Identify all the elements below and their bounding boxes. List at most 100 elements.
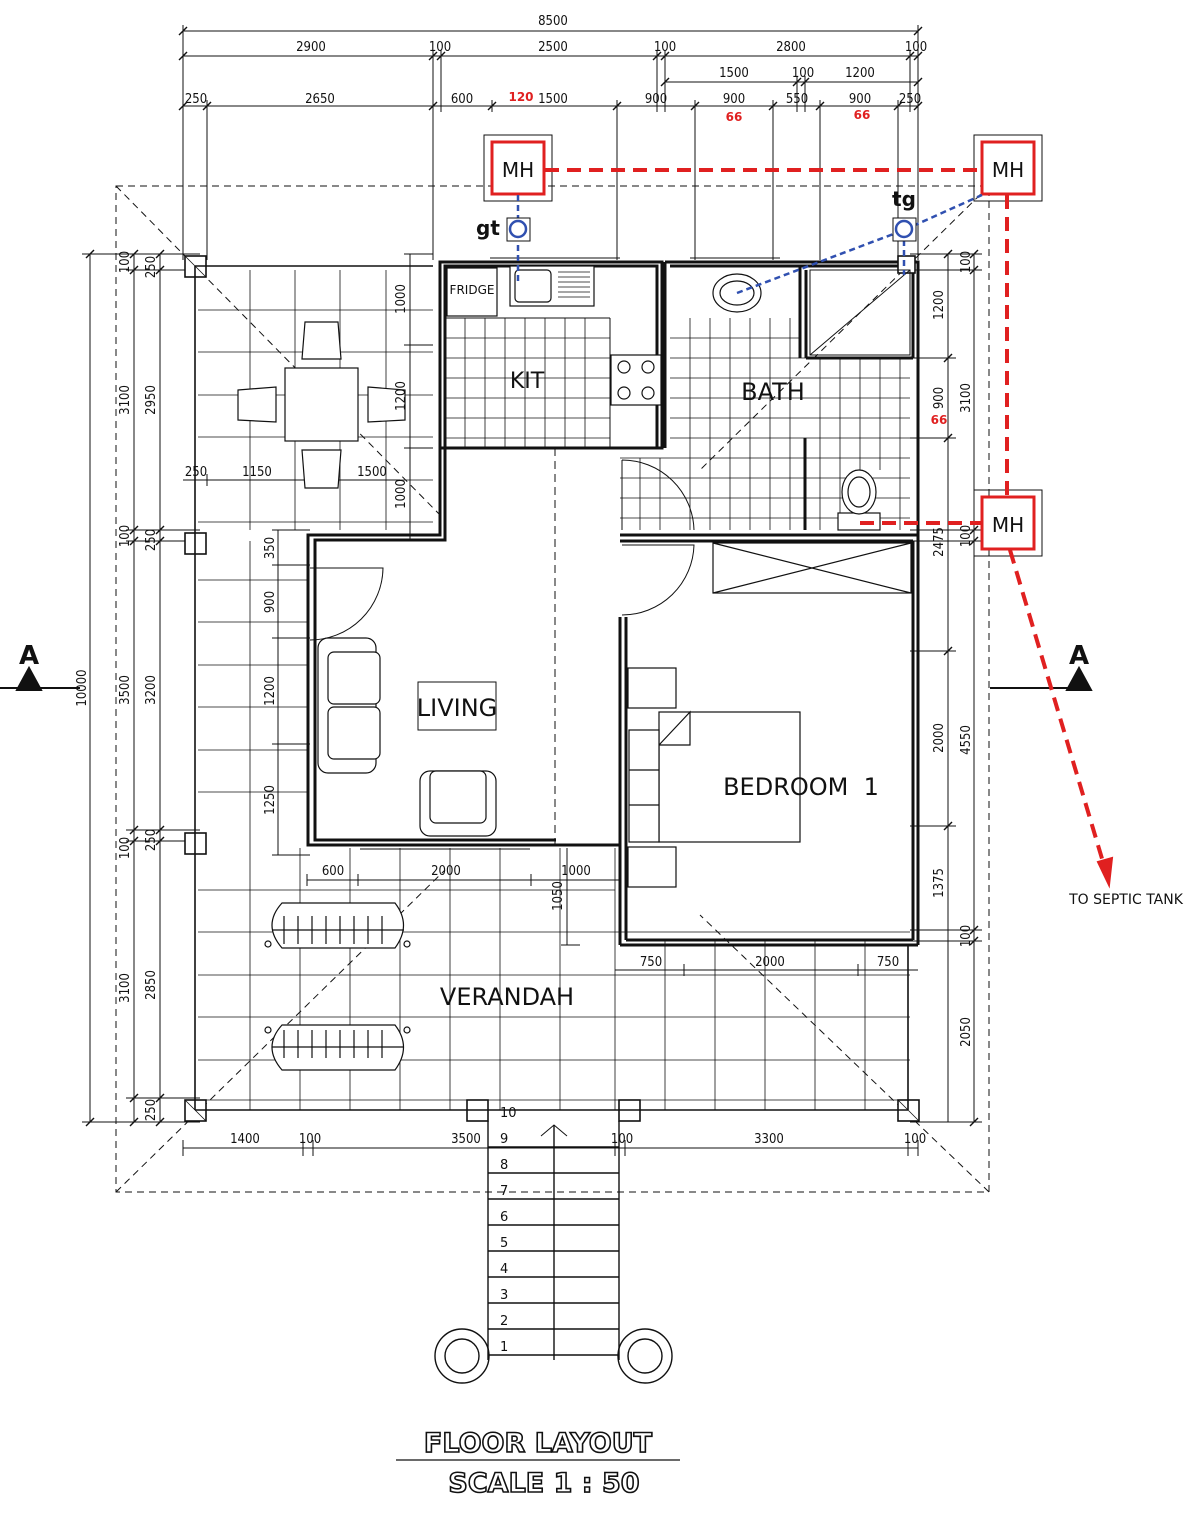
dim-left-3500: 3500 — [118, 675, 133, 705]
verandah-edge — [194, 265, 909, 1111]
room-label-verandah: VERANDAH — [440, 983, 574, 1011]
kitchen-counter — [445, 317, 611, 448]
bedside-tables — [627, 667, 677, 888]
dim-right-100b: 100 — [959, 925, 974, 947]
stair-step-4: 4 — [500, 1262, 508, 1277]
dim-din-250: 250 — [185, 465, 207, 480]
dim-top-2800: 2800 — [776, 40, 806, 55]
stair-step-8: 8 — [500, 1158, 508, 1173]
dim-right-2000: 2000 — [932, 723, 947, 753]
section-a-right: A — [1069, 641, 1089, 671]
dim-top-2500: 2500 — [538, 40, 568, 55]
left-porch-tile-grid — [198, 541, 307, 848]
dim-bed-750a: 750 — [640, 955, 662, 970]
roof-outline — [115, 185, 990, 1193]
dim-bot-3500: 3500 — [451, 1132, 481, 1147]
manhole-boxes — [483, 134, 1043, 557]
gully-trap-label-gt: gt — [476, 216, 500, 240]
dim-r4-250a: 250 — [185, 92, 207, 107]
dim-right-2475: 2475 — [932, 527, 947, 557]
dim-left-250a: 250 — [144, 256, 159, 278]
left-dimension-lines — [82, 249, 580, 1127]
dim-overall: 8500 — [538, 14, 568, 29]
dim-din-1500: 1500 — [357, 465, 387, 480]
drawing-scale: SCALE 1 : 50 — [448, 1468, 639, 1499]
dim-bed-2000: 2000 — [755, 955, 785, 970]
gully-traps — [506, 217, 917, 242]
dim-right-100c: 100 — [959, 525, 974, 547]
dim-left-250c: 250 — [144, 829, 159, 851]
dim-r4-1500: 1500 — [538, 92, 568, 107]
dim-r4-550: 550 — [786, 92, 808, 107]
septic-tank-label: TO SEPTIC TANK — [1068, 892, 1184, 908]
red-dim-66b: 66 — [854, 108, 871, 122]
stairs — [434, 1121, 673, 1384]
shower-tray — [809, 269, 911, 356]
right-dimension-lines — [910, 249, 982, 1127]
manhole-label-1: MH — [502, 158, 534, 182]
dim-r4-600: 600 — [451, 92, 473, 107]
dim-liv-350: 350 — [263, 537, 278, 559]
dim-r3-1200: 1200 — [845, 66, 875, 81]
dim-kit-1200: 1200 — [394, 381, 409, 411]
kitchen-tile-grid — [445, 318, 610, 448]
top-dimension-lines — [178, 25, 923, 260]
dim-top-100c: 100 — [905, 40, 927, 55]
dim-liv-2000: 2000 — [431, 864, 461, 879]
dim-bot-100a: 100 — [299, 1132, 321, 1147]
drain-red-lines — [545, 168, 1105, 863]
dim-right-2050: 2050 — [959, 1017, 974, 1047]
red-dim-120: 120 — [508, 90, 533, 104]
verandah-bench-2 — [264, 1024, 411, 1071]
toilet — [837, 469, 881, 531]
armchair — [419, 770, 497, 837]
stair-step-5: 5 — [500, 1236, 508, 1251]
dim-liv-1200: 1200 — [263, 676, 278, 706]
red-dim-66a: 66 — [726, 110, 743, 124]
dim-right-1200: 1200 — [932, 290, 947, 320]
dim-din-1150: 1150 — [242, 465, 272, 480]
living-label-box — [417, 681, 497, 731]
dim-left-2950: 2950 — [144, 385, 159, 415]
septic-arrow-head — [1096, 856, 1114, 889]
red-dim-66c: 66 — [931, 413, 948, 427]
dim-top-2900: 2900 — [296, 40, 326, 55]
dim-liv-1000: 1000 — [561, 864, 591, 879]
dim-left-100a: 100 — [118, 251, 133, 273]
verandah-bench-1 — [264, 902, 411, 949]
dim-r4-250b: 250 — [899, 92, 921, 107]
room-label-kit: KIT — [510, 369, 545, 394]
section-markers — [0, 665, 1093, 691]
manhole-label-3: MH — [992, 513, 1024, 537]
drawing-title: FLOOR LAYOUT — [424, 1428, 653, 1459]
dim-right-1375: 1375 — [932, 868, 947, 898]
dim-bot-1400: 1400 — [230, 1132, 260, 1147]
dim-top-100a: 100 — [429, 40, 451, 55]
dim-liv-900: 900 — [263, 591, 278, 613]
door-swings — [309, 438, 806, 641]
dim-kit-1000b: 1000 — [394, 479, 409, 509]
dim-right-900: 900 — [932, 387, 947, 409]
dim-kit-1000a: 1000 — [394, 284, 409, 314]
dim-bot-100c: 100 — [904, 1132, 926, 1147]
bed — [628, 710, 801, 843]
dim-left-100c: 100 — [118, 837, 133, 859]
dim-left-100b: 100 — [118, 525, 133, 547]
gully-trap-label-tg: tg — [892, 187, 916, 211]
stair-step-10: 10 — [500, 1106, 517, 1121]
wardrobe — [712, 542, 912, 594]
stair-step-6: 6 — [500, 1210, 508, 1225]
dim-left-3100b: 3100 — [118, 973, 133, 1003]
title-block: FLOOR LAYOUT SCALE 1 : 50 — [396, 1427, 680, 1500]
room-label-bedroom: BEDROOM 1 — [723, 773, 879, 801]
dim-bed-750b: 750 — [877, 955, 899, 970]
room-label-bath: BATH — [741, 378, 805, 406]
stair-step-9: 9 — [500, 1132, 508, 1147]
dim-right-100a: 100 — [959, 251, 974, 273]
dim-right-4550: 4550 — [959, 725, 974, 755]
room-label-living: LIVING — [417, 694, 498, 722]
gully-trap-circles — [508, 219, 914, 239]
kitchen-sink — [509, 265, 595, 307]
dim-left-3100a: 3100 — [118, 385, 133, 415]
